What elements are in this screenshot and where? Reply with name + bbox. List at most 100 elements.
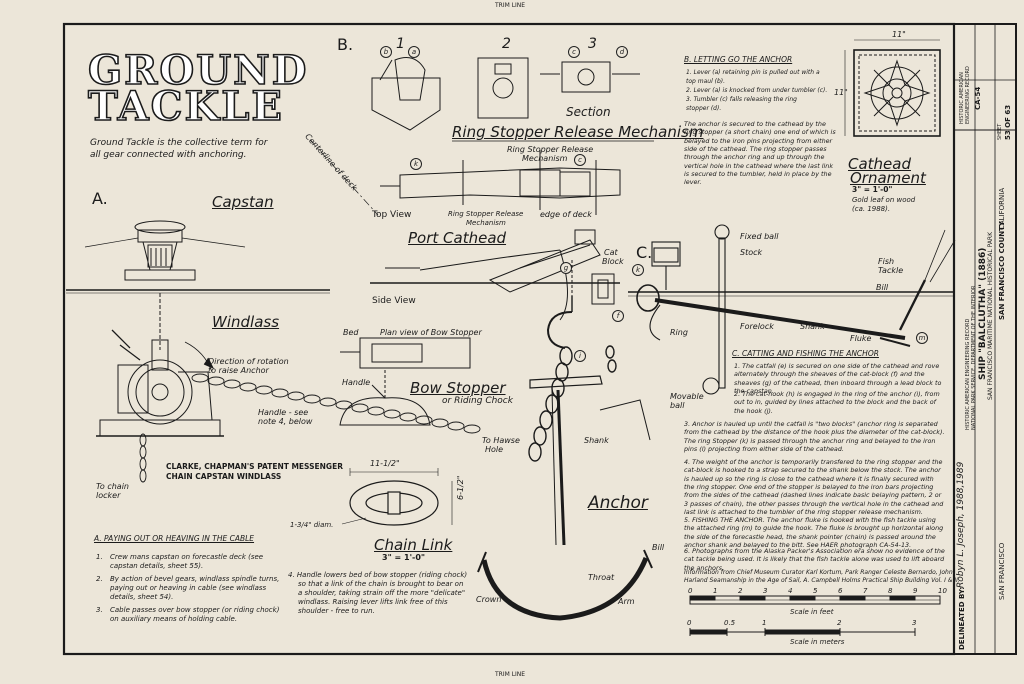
scale-bars <box>689 595 941 636</box>
note3-line1: Cable passes over bow stopper (or riding… <box>110 606 280 614</box>
capstan-drawing <box>66 220 330 350</box>
mechanism-label-line1: Ring Stopper Release <box>507 145 594 154</box>
note1-number: 1. <box>96 553 103 561</box>
anchor-drawing <box>477 296 653 621</box>
sheet-title-line1: GROUND <box>87 47 309 95</box>
anchor-crown-label: Crown <box>476 595 502 604</box>
capstan-label: Capstan <box>212 193 274 211</box>
top-view-label: Top View <box>372 210 412 220</box>
sheet-number: 53 OF 63 <box>1004 104 1012 140</box>
ornament-note-line2: (ca. 1988). <box>852 205 891 213</box>
stopper-release-views <box>371 57 640 131</box>
ring-stopper-title: Ring Stopper Release Mechanism <box>452 123 704 141</box>
feet-tick-label: 2 <box>738 587 743 595</box>
callout-c: c <box>568 46 580 58</box>
callout-i: i <box>574 350 586 362</box>
chain-link-diameter: 1-3/4" diam. <box>290 521 334 529</box>
note3-number: 3. <box>96 606 103 614</box>
note4-line5: shoulder - free to run. <box>298 607 375 615</box>
note2-line3: details, sheet 54). <box>110 593 174 601</box>
anchor-arm-label: Arm <box>618 597 635 606</box>
note3-line2: on auxiliary means of holding cable. <box>110 615 238 623</box>
note4-line2: so that a link of the chain is brought t… <box>298 580 464 588</box>
note4-line1: 4. Handle lowers bed of bow stopper (rid… <box>288 571 468 579</box>
plan-view-label: Plan view of Bow Stopper <box>380 328 482 337</box>
feet-tick-label: 0 <box>688 587 693 595</box>
meter-tick-label: 0 <box>687 619 692 627</box>
port-cathead-drawing <box>370 229 620 321</box>
feet-tick-label: 4 <box>788 587 793 595</box>
bow-stopper-drawing <box>339 337 471 426</box>
anchor-shank-label: Shank <box>584 436 609 445</box>
fish-bill-label: Bill <box>876 283 889 292</box>
callout-c2: c <box>574 154 586 166</box>
mechanism2-line1: Ring Stopper Release <box>448 210 524 218</box>
top-view-drawing <box>309 139 621 216</box>
ornament-height: 11" <box>834 88 848 97</box>
intro-line1: Ground Tackle is the collective term for <box>90 138 268 148</box>
view-2-label: 2 <box>502 36 511 52</box>
feet-tick-label: 5 <box>813 587 818 595</box>
anchor-throat-label: Throat <box>588 573 615 582</box>
edge-of-deck-label: edge of deck <box>540 210 592 219</box>
hawse-hole-line1: To Hawse <box>482 436 520 445</box>
catting-para-1: 1. The catfall (e) is secured on one sid… <box>734 362 942 395</box>
movable-ball-line2: ball <box>670 401 685 410</box>
scale-meters-label: Scale in meters <box>790 638 845 646</box>
top-trim-line: TRIM LINE <box>495 2 526 9</box>
chain-locker-line2: locker <box>96 491 121 500</box>
sheet-label: SHEET <box>997 123 1003 140</box>
catting-para-2: 2. The cat-hook (h) is engaged in the ri… <box>734 390 940 415</box>
paying-out-heading: A. PAYING OUT OR HEAVING IN THE CABLE <box>94 534 255 543</box>
callout-k2: k <box>632 264 644 276</box>
handle-see-line2: note 4, below <box>258 417 313 426</box>
callout-m: m <box>916 332 928 344</box>
cat-block-line2: Block <box>602 257 624 266</box>
stock-label: Stock <box>740 248 763 257</box>
rotation-line2: to raise Anchor <box>208 366 269 375</box>
windlass-title-line2: CHAIN CAPSTAN WINDLASS <box>166 472 282 481</box>
forelock-label: Forelock <box>740 322 774 331</box>
callout-b: b <box>380 46 392 58</box>
letting-step-3b: stopper (d). <box>686 105 722 112</box>
chain-locker-line1: To chain <box>96 482 129 491</box>
fixed-ball-label: Fixed ball <box>740 232 779 241</box>
anchor-title: Anchor <box>588 493 648 513</box>
meter-tick-label: 0.5 <box>724 619 736 627</box>
delineated-by: DELINEATED BY: <box>958 586 966 650</box>
ornament-scale: 3" = 1'-0" <box>852 185 893 194</box>
ring-label: Ring <box>670 328 688 337</box>
letting-go-paragraph: The anchor is secured to the cathead by … <box>684 120 836 187</box>
letting-step-1b: top maul (b). <box>686 78 726 85</box>
note4-line3: a shoulder, taking strain off the more "… <box>298 589 466 597</box>
feet-tick-label: 1 <box>713 587 718 595</box>
feet-tick-label: 3 <box>763 587 768 595</box>
callout-k: k <box>410 158 422 170</box>
chain-link-scale: 3" = 1'-0" <box>382 553 426 562</box>
note1-line1: Crew mans capstan on forecastle deck (se… <box>110 553 264 561</box>
callout-g: g <box>560 262 572 274</box>
callout-d: d <box>616 46 628 58</box>
fish-tackle-line2: Tackle <box>878 266 904 275</box>
riding-chock-label: or Riding Chock <box>442 396 513 406</box>
catting-heading: C. CATTING AND FISHING THE ANCHOR <box>732 349 879 358</box>
note2-line1: By action of bevel gears, windlass spind… <box>110 575 280 583</box>
note4-line4: windlass. Raising lever lifts link free … <box>298 598 448 606</box>
title-block-border <box>953 23 1017 655</box>
anchor-cable-chain <box>139 373 481 483</box>
note2-number: 2. <box>96 575 103 583</box>
view-3-label: 3 <box>588 36 597 52</box>
handle-label: Handle <box>342 378 371 387</box>
meter-tick-label: 1 <box>762 619 767 627</box>
view-1-label: 1 <box>396 36 405 52</box>
handle-see-line1: Handle - see <box>258 408 309 417</box>
ornament-width: 11" <box>892 30 906 39</box>
park-name: SAN FRANCISCO MARITIME NATIONAL HISTORIC… <box>987 231 994 400</box>
fishing-anchor-drawing <box>628 224 956 395</box>
port-cathead-label: Port Cathead <box>408 229 507 247</box>
catting-para-3: 3. Anchor is hauled up until the catfall… <box>684 420 945 453</box>
sheet-title-line2: TACKLE <box>87 83 284 131</box>
credits-line2: NATIONAL PARK SERVICE, DEPARTMENT OF THE… <box>971 285 977 430</box>
windlass-title-line1: CLARKE, CHAPMAN'S PATENT MESSENGER <box>166 462 343 471</box>
